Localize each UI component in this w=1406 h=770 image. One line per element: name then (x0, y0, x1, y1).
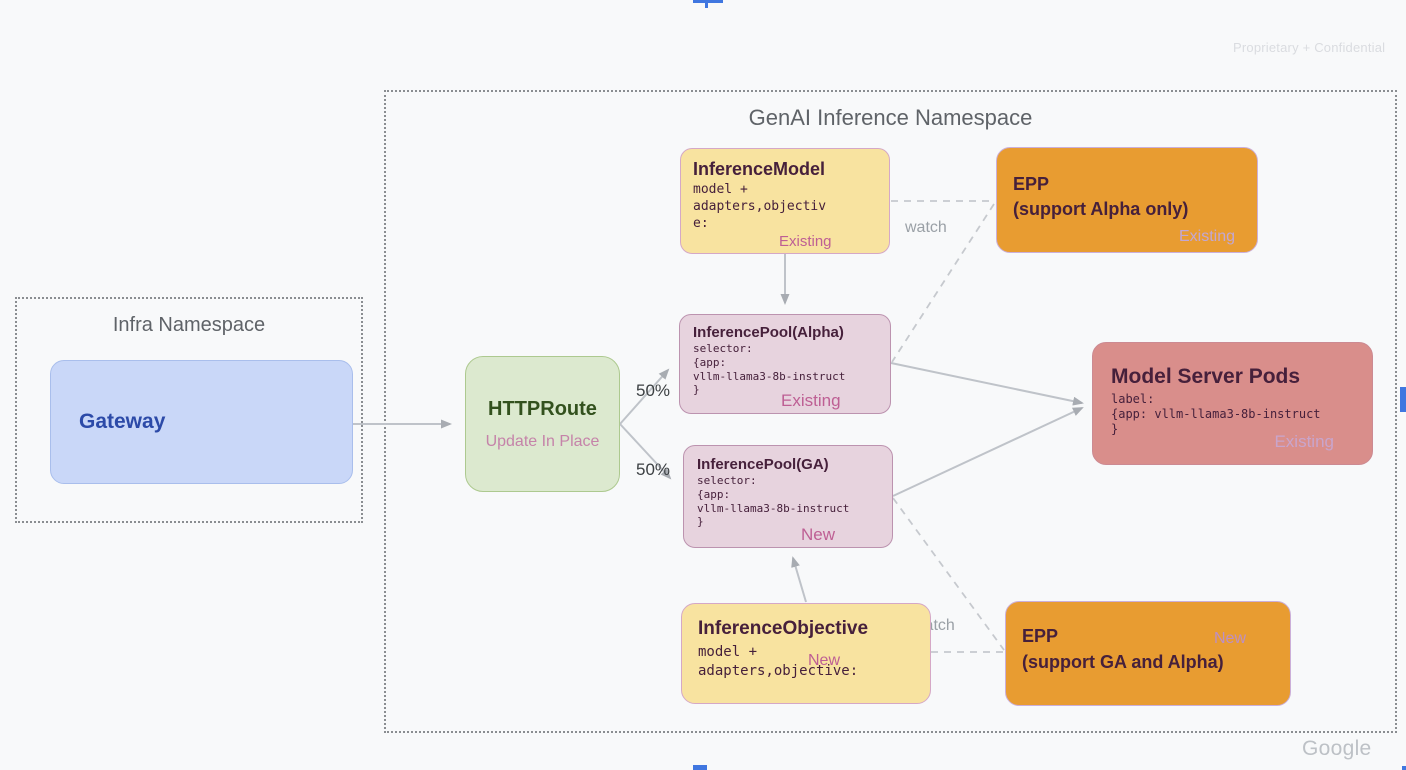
inference-objective-node[interactable]: InferenceObjective model + adapters,obje… (681, 603, 931, 704)
google-logo: Google (1302, 737, 1372, 760)
gateway-title: Gateway (79, 410, 166, 433)
selection-handle-top-tick[interactable] (705, 3, 708, 8)
httproute-node[interactable]: HTTPRoute Update In Place (465, 356, 620, 492)
inference-objective-body-line1: model + (698, 644, 758, 660)
watch-top-label: watch (905, 219, 947, 236)
inference-model-title: InferenceModel (693, 159, 826, 179)
selection-handle-bottom[interactable] (693, 765, 707, 770)
edge-pool-ga-watch-epp-ga[interactable] (892, 497, 1005, 651)
confidential-note: Proprietary + Confidential (1233, 40, 1386, 55)
edge-httproute-to-pool-alpha[interactable] (619, 368, 670, 425)
edge-httproute-to-pool-ga[interactable] (619, 423, 672, 480)
pool-alpha-node[interactable]: InferencePool(Alpha) selector: {app: vll… (679, 314, 891, 414)
split-percent-bottom-label: 50% (636, 460, 671, 479)
epp-alpha-node[interactable]: EPP (support Alpha only) Existing (996, 147, 1258, 253)
pool-ga-body: selector: {app: vllm-llama3-8b-instruct … (697, 474, 850, 529)
gateway-node[interactable]: Gateway (50, 360, 353, 484)
pool-alpha-title: InferencePool(Alpha) (693, 324, 844, 341)
edge-pool-ga-to-model-server-pods[interactable] (892, 407, 1084, 497)
genai-namespace-boundary[interactable] (384, 90, 1397, 733)
epp-ga-node[interactable]: EPP (support GA and Alpha) New (1005, 601, 1291, 706)
selection-handle-corner[interactable] (1402, 766, 1406, 770)
pool-ga-node[interactable]: InferencePool(GA) selector: {app: vllm-l… (683, 445, 893, 548)
edge-pool-alpha-to-model-server-pods[interactable] (890, 362, 1084, 406)
epp-alpha-status-badge: Existing (1178, 228, 1235, 245)
httproute-title: HTTPRoute (488, 397, 597, 420)
pool-alpha-body: selector: {app: vllm-llama3-8b-instruct … (693, 342, 846, 397)
pool-ga-status-badge: New (801, 525, 836, 544)
genai-namespace-title: GenAI Inference Namespace (748, 105, 1033, 130)
inference-model-node[interactable]: InferenceModel model + adapters,objectiv… (680, 148, 890, 254)
model-server-pods-title: Model Server Pods (1111, 365, 1301, 388)
epp-ga-title: EPP (1022, 626, 1059, 646)
inference-model-status-badge: Existing (779, 233, 832, 250)
inference-model-body: model + adapters,objectiv e: (693, 182, 827, 231)
selection-handle-right[interactable] (1400, 387, 1406, 412)
httproute-subtitle: Update In Place (485, 432, 600, 450)
epp-ga-status-badge: New (1213, 630, 1246, 647)
selection-handle-top[interactable] (693, 0, 723, 3)
infra-namespace-boundary[interactable] (15, 297, 363, 523)
epp-ga-subtitle: (support GA and Alpha) (1022, 652, 1224, 672)
inference-objective-status-badge: New (808, 652, 841, 669)
split-percent-top-label: 50% (636, 381, 671, 400)
pool-alpha-status-badge: Existing (781, 391, 841, 410)
edge-inference-objective-to-pool-ga[interactable] (791, 556, 807, 603)
model-server-pods-status-badge: Existing (1274, 432, 1334, 451)
edge-epp-alpha-watch-pool-alpha[interactable] (891, 203, 995, 363)
pool-ga-title: InferencePool(GA) (697, 456, 829, 473)
epp-alpha-subtitle: (support Alpha only) (1013, 199, 1189, 219)
inference-objective-body-line2: adapters,objective: (698, 662, 859, 679)
inference-objective-title: InferenceObjective (698, 618, 869, 639)
model-server-pods-body: label: {app: vllm-llama3-8b-instruct } (1111, 392, 1321, 436)
model-server-pods-node[interactable]: Model Server Pods label: {app: vllm-llam… (1092, 342, 1373, 465)
epp-alpha-title: EPP (1013, 174, 1050, 194)
infra-namespace-title: Infra Namespace (112, 314, 266, 336)
